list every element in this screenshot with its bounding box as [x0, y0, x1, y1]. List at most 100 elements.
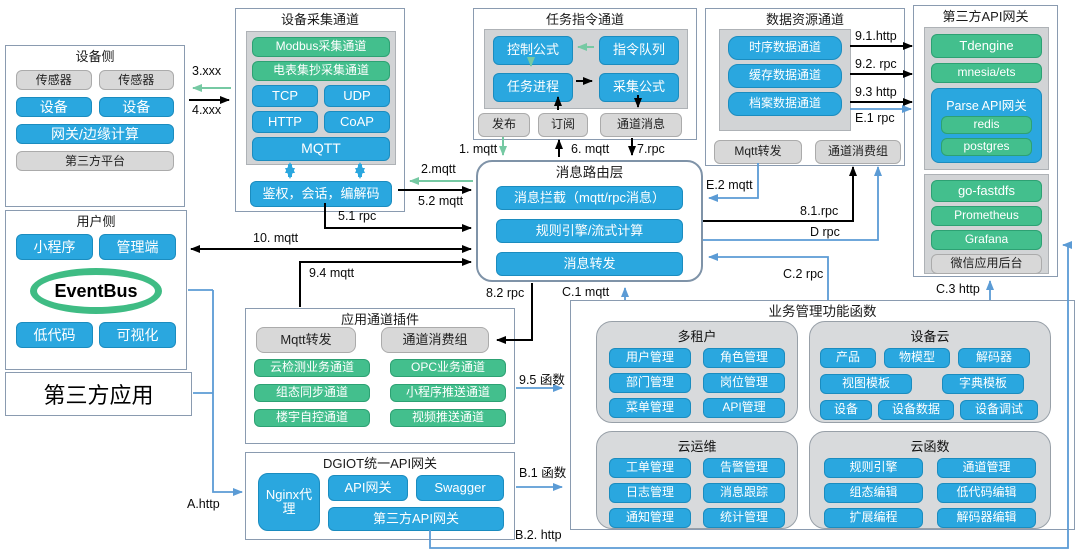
- message-router-title: 消息路由层: [555, 165, 624, 180]
- swagger-chip: Swagger: [416, 475, 504, 501]
- edge-label-c2rpc: C.2 rpc: [783, 267, 824, 281]
- device-side-panel: 设备侧 传感器 传感器 设备 设备 网关/边缘计算 第三方平台: [5, 45, 185, 207]
- building-control-channel-chip: 楼宇自控通道: [254, 409, 370, 427]
- edge-label-b1fn: B.1 函数: [519, 466, 567, 480]
- device-data-chip: 设备数据: [878, 400, 954, 420]
- plugin-mqtt-forward-chip: Mqtt转发: [256, 327, 356, 353]
- edge-label-2mqtt: 2.mqtt: [421, 162, 456, 176]
- message-router-panel: 消息路由层 消息拦截（mqtt/rpc消息） 规则引擎/流式计算 消息转发: [476, 160, 703, 282]
- subscribe-chip: 订阅: [538, 113, 588, 137]
- collect-channel-title: 设备采集通道: [280, 12, 359, 27]
- device-side-title: 设备侧: [75, 49, 115, 64]
- edge-label-81rpc: 8.1.rpc: [800, 204, 839, 218]
- device-cloud-box: 设备云 产品 物模型 解码器 视图模板 字典模板 设备 设备数据 设备调试: [809, 321, 1051, 423]
- extend-programming-chip: 扩展编程: [824, 508, 923, 528]
- meter-channel-chip: 电表集抄采集通道: [252, 61, 390, 81]
- edge-label-95fn: 9.5 函数: [519, 373, 565, 387]
- publish-chip: 发布: [478, 113, 530, 137]
- edge-label-6mqtt: 6. mqtt: [571, 142, 610, 156]
- edge-label-3xxx: 3.xxx: [192, 64, 222, 78]
- mqtt-chip: MQTT: [252, 137, 390, 161]
- device-chip: 设备: [820, 400, 872, 420]
- edge-label-1mqtt: 1. mqtt: [459, 142, 498, 156]
- sensor-chip: 传感器: [98, 70, 174, 91]
- mqtt-forward-chip: Mqtt转发: [714, 140, 802, 164]
- gateway-edge-chip: 网关/边缘计算: [16, 124, 174, 145]
- task-process-chip: 任务进程: [493, 73, 573, 102]
- app-plugin-panel: 应用通道插件 Mqtt转发 通道消费组 云检测业务通道 OPC业务通道 组态同步…: [245, 308, 515, 444]
- workorder-mgmt-chip: 工单管理: [609, 458, 691, 478]
- parse-api-gateway-title: Parse API网关: [946, 99, 1027, 113]
- parse-api-gateway-box: Parse API网关 redis postgres: [931, 88, 1042, 163]
- message-intercept-chip: 消息拦截（mqtt/rpc消息）: [496, 185, 683, 210]
- control-formula-chip: 控制公式: [493, 36, 573, 65]
- edge-label-92rpc: 9.2. rpc: [855, 57, 897, 71]
- cloud-functions-title: 云函数: [910, 439, 950, 454]
- notify-mgmt-chip: 通知管理: [609, 508, 691, 528]
- rule-engine-chip: 规则引擎/流式计算: [496, 218, 683, 243]
- edge-label-e1rpc: E.1 rpc: [855, 111, 895, 125]
- post-mgmt-chip: 岗位管理: [703, 373, 785, 393]
- edge-label-7rpc: 7.rpc: [637, 142, 665, 156]
- collect-channel-panel: 设备采集通道 Modbus采集通道 电表集抄采集通道 TCP UDP HTTP …: [235, 8, 405, 212]
- mini-program-chip: 小程序: [16, 234, 93, 261]
- api3-title: 第三方API网关: [942, 9, 1029, 24]
- user-mgmt-chip: 用户管理: [609, 348, 691, 368]
- decoder-edit-chip: 解码器编辑: [937, 508, 1036, 528]
- auth-session-codec-chip: 鉴权，会话，编解码: [250, 181, 392, 207]
- tcp-chip: TCP: [252, 85, 318, 107]
- mnesia-chip: mnesia/ets: [931, 63, 1042, 83]
- edge-label-b2http: B.2. http: [515, 528, 562, 542]
- api3-panel: 第三方API网关 Tdengine mnesia/ets Parse API网关…: [913, 5, 1058, 277]
- gofastdfs-chip: go-fastdfs: [931, 180, 1042, 202]
- edge-label-93http: 9.3 http: [855, 85, 897, 99]
- app-plugin-title: 应用通道插件: [340, 312, 419, 327]
- cloud-ops-box: 云运维 工单管理 告警管理 日志管理 消息跟踪 通知管理 统计管理: [596, 431, 798, 529]
- udp-chip: UDP: [324, 85, 390, 107]
- product-chip: 产品: [820, 348, 876, 368]
- tenant-title: 多租户: [677, 329, 717, 344]
- dict-template-chip: 字典模板: [942, 374, 1024, 394]
- http-chip: HTTP: [252, 111, 318, 133]
- plugin-consumer-chip: 通道消费组: [381, 327, 489, 353]
- task-channel-title: 任务指令通道: [545, 12, 624, 27]
- grafana-chip: Grafana: [931, 230, 1042, 250]
- visualization-chip: 可视化: [99, 322, 176, 349]
- scada-sync-channel-chip: 组态同步通道: [254, 384, 370, 402]
- user-side-title: 用户侧: [76, 214, 116, 229]
- edge-label-ahttp: A.http: [187, 497, 220, 511]
- channel-consumer-chip: 通道消费组: [815, 140, 901, 164]
- redis-chip: redis: [941, 116, 1032, 134]
- coap-chip: CoAP: [324, 111, 390, 133]
- third-party-app-title: 第三方应用: [43, 383, 154, 408]
- dgiot-gateway-panel: DGIOT统一API网关 Nginx代理 API网关 Swagger 第三方AP…: [245, 452, 515, 540]
- prometheus-chip: Prometheus: [931, 206, 1042, 226]
- dept-mgmt-chip: 部门管理: [609, 373, 691, 393]
- rule-engine-fn-chip: 规则引擎: [824, 458, 923, 478]
- third-platform-chip: 第三方平台: [16, 151, 174, 172]
- sensor-chip: 传感器: [16, 70, 92, 91]
- edge-label-4xxx: 4.xxx: [192, 103, 222, 117]
- video-push-channel-chip: 视频推送通道: [390, 409, 506, 427]
- dgiot-gateway-title: DGIOT统一API网关: [322, 456, 438, 471]
- wechat-backend-chip: 微信应用后台: [931, 254, 1042, 274]
- cloud-functions-box: 云函数 规则引擎 通道管理 组态编辑 低代码编辑 扩展编程 解码器编辑: [809, 431, 1051, 529]
- third-party-app-panel: 第三方应用: [5, 372, 192, 416]
- lowcode-chip: 低代码: [16, 322, 93, 349]
- opc-channel-chip: OPC业务通道: [390, 359, 506, 377]
- postgres-chip: postgres: [941, 138, 1032, 156]
- channel-mgmt-chip: 通道管理: [937, 458, 1036, 478]
- timeseries-channel-chip: 时序数据通道: [728, 36, 842, 60]
- message-forward-chip: 消息转发: [496, 251, 683, 276]
- collect-formula-chip: 采集公式: [599, 73, 679, 102]
- thing-model-chip: 物模型: [884, 348, 950, 368]
- edge-label-94mqtt: 9.4 mqtt: [309, 266, 355, 280]
- device-debug-chip: 设备调试: [960, 400, 1038, 420]
- tdengine-chip: Tdengine: [931, 34, 1042, 58]
- decoder-chip: 解码器: [958, 348, 1030, 368]
- user-side-panel: 用户侧 小程序 管理端 EventBus 低代码 可视化: [5, 210, 187, 370]
- tenant-box: 多租户 用户管理 角色管理 部门管理 岗位管理 菜单管理 API管理: [596, 321, 798, 423]
- edge-label-52mqtt: 5.2 mqtt: [418, 194, 464, 208]
- nginx-proxy-chip: Nginx代理: [258, 473, 320, 531]
